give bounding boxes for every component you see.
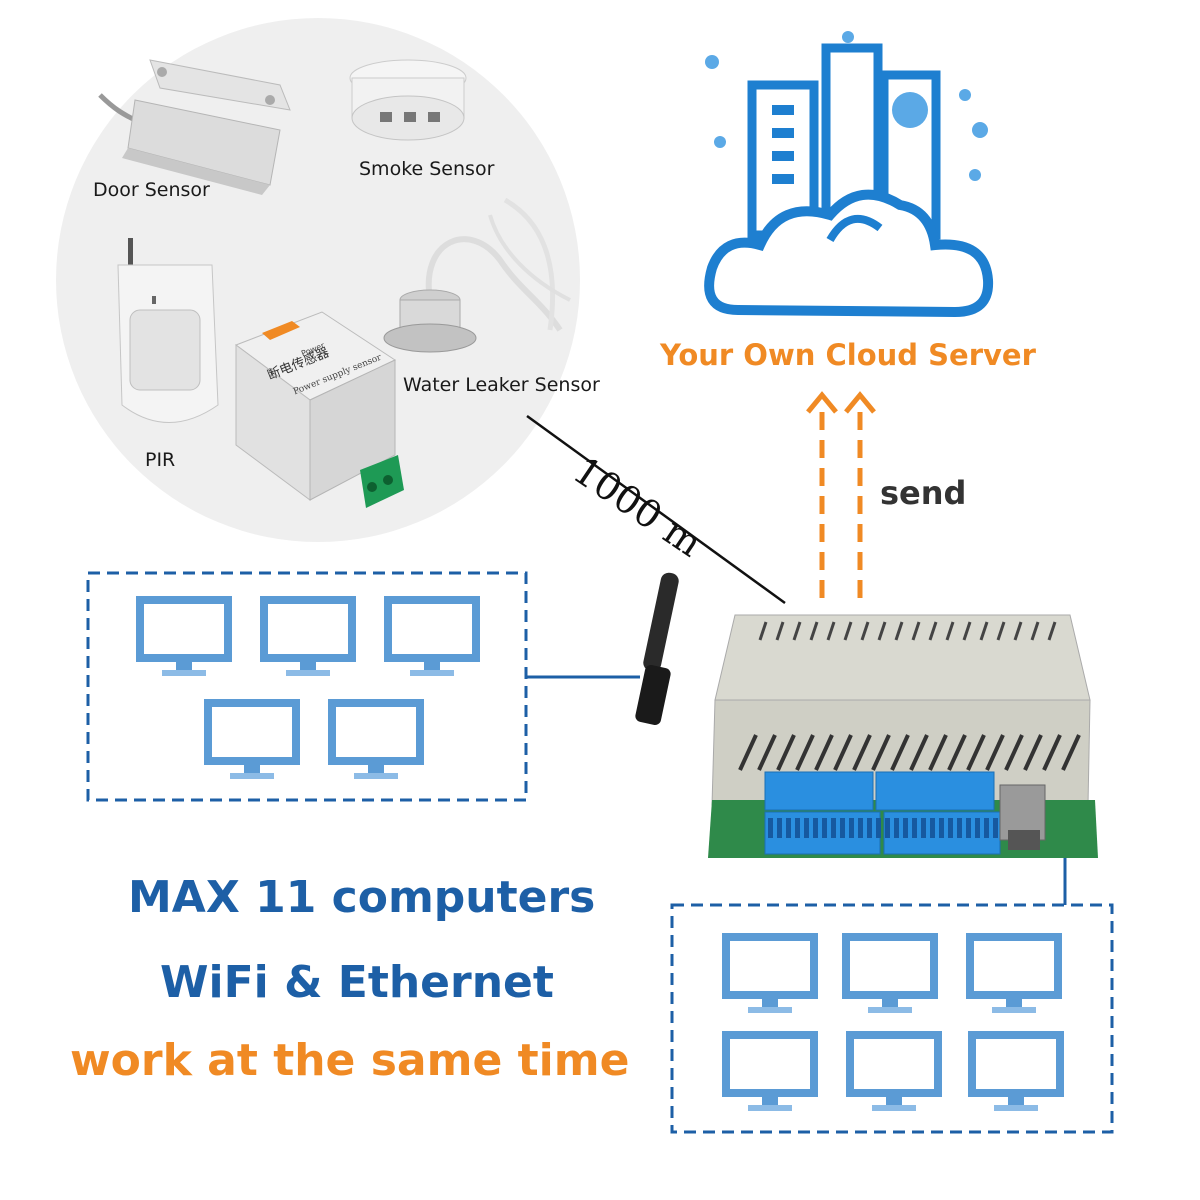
tagline-max-computers: MAX 11 computers <box>128 872 596 923</box>
computer-monitor-icon <box>204 699 300 779</box>
cloud-server-icon <box>704 31 994 318</box>
door-sensor-image <box>98 59 291 195</box>
wifi-monitor-group <box>136 596 480 779</box>
send-label: send <box>880 474 967 512</box>
tagline-same-time: work at the same time <box>70 1035 630 1086</box>
pir-label: PIR <box>145 449 176 471</box>
computer-monitor-icon <box>328 699 424 779</box>
water-leaker-sensor-label: Water Leaker Sensor <box>403 374 600 396</box>
computer-monitor-icon <box>722 1031 818 1111</box>
distance-line <box>526 414 786 605</box>
pir-sensor-image <box>117 238 219 423</box>
computer-monitor-icon <box>846 1031 942 1111</box>
computer-monitor-icon <box>260 596 356 676</box>
water-leaker-sensor-image <box>383 197 571 353</box>
relay-controller-image <box>635 572 1098 858</box>
smoke-sensor-label: Smoke Sensor <box>359 158 495 180</box>
computer-monitor-icon <box>968 1031 1064 1111</box>
computer-monitor-icon <box>966 933 1062 1013</box>
ethernet-monitor-group <box>722 933 1064 1111</box>
send-arrows <box>806 391 876 598</box>
ethernet-group-box <box>670 903 1114 1134</box>
computer-monitor-icon <box>384 596 480 676</box>
computer-monitor-icon <box>722 933 818 1013</box>
door-sensor-label: Door Sensor <box>93 179 210 201</box>
tagline-wifi-ethernet: WiFi & Ethernet <box>160 957 554 1008</box>
wifi-group-box <box>86 571 528 802</box>
cloud-server-title: Your Own Cloud Server <box>660 338 1036 372</box>
computer-monitor-icon <box>136 596 232 676</box>
smoke-sensor-image <box>349 59 467 141</box>
computer-monitor-icon <box>842 933 938 1013</box>
power-supply-sensor-image <box>234 311 404 508</box>
